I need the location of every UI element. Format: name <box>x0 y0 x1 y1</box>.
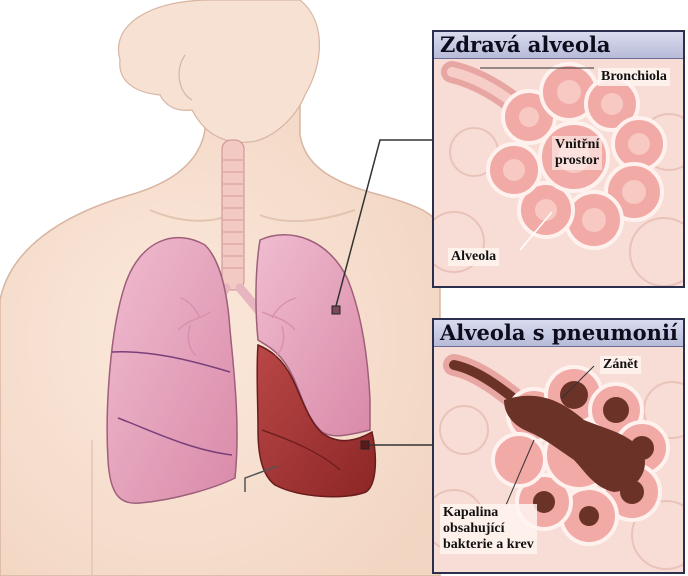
pneumonia-callout-marker <box>361 441 369 449</box>
inner-space-label-line2: prostor <box>555 153 599 169</box>
inner-space-label-line1: Vnitřní <box>555 137 599 153</box>
alveolus-label: Alveola <box>448 248 499 266</box>
healthy-callout-marker <box>332 306 340 314</box>
healthy-alveolus-panel: Zdravá alveola Bronchiola Vnitřní prosto… <box>432 30 685 288</box>
fluid-label-line3: bakterie a krev <box>443 537 534 553</box>
fluid-label-line1: Kapalina <box>443 505 534 521</box>
inner-space-label: Vnitřní prostor <box>552 136 602 170</box>
pneumonia-panel-title: Alveola s pneumonií <box>434 320 683 347</box>
inflammation-label: Zánět <box>600 356 641 374</box>
healthy-panel-title: Zdravá alveola <box>434 32 683 59</box>
pneumonia-alveolus-panel: Alveola s pneumonií Zánět Kapalina obsah… <box>432 318 685 574</box>
fluid-label-line2: obsahující <box>443 521 534 537</box>
bronchiole-label: Bronchiola <box>598 68 670 86</box>
fluid-label: Kapalina obsahující bakterie a krev <box>440 504 537 554</box>
